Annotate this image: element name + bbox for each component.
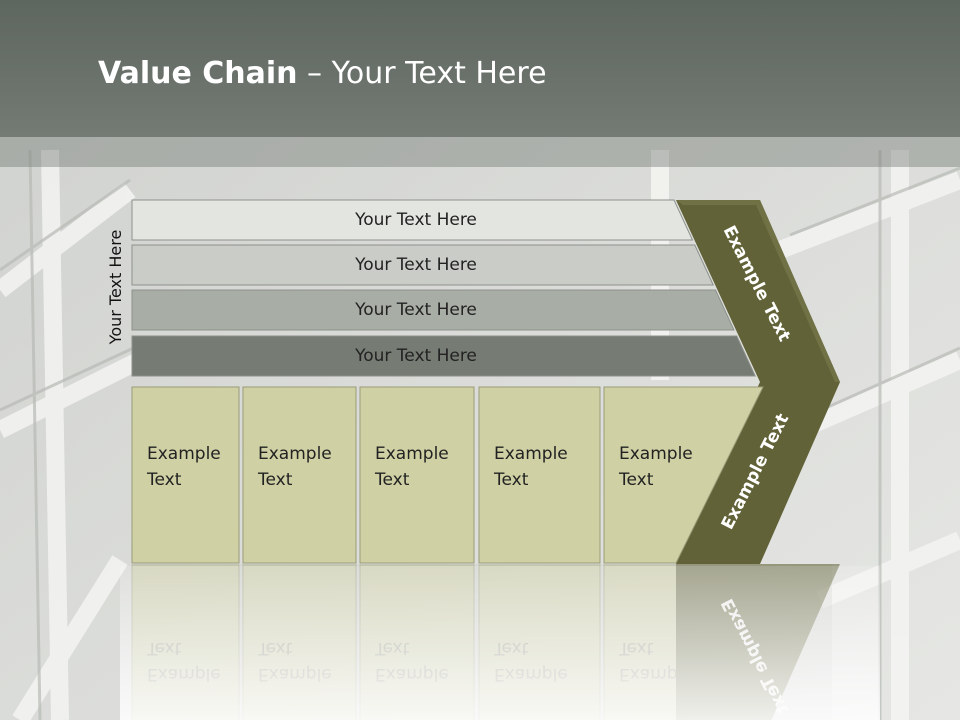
side-label: Your Text Here	[106, 230, 125, 346]
cell-label-line2-2: Text	[257, 470, 293, 490]
cell-label-line2-3: Text	[374, 470, 410, 490]
bar-2	[131, 244, 715, 286]
cell-label-line1-2: Example	[258, 444, 332, 464]
bar-1	[131, 199, 694, 241]
bar-3	[131, 289, 735, 331]
bar-label-4: Your Text Here	[354, 346, 477, 366]
bar-4	[131, 335, 757, 377]
cell-label-line2-5: Text	[618, 470, 654, 490]
title-bold: Value Chain	[98, 56, 298, 91]
cell-2	[242, 386, 357, 564]
cell-label-line1-5: Example	[619, 444, 693, 464]
cell-label-line1-3: Example	[375, 444, 449, 464]
header-shadow-band	[0, 137, 960, 167]
cell-5	[603, 386, 764, 564]
reflection-fade	[120, 566, 880, 720]
title-rest: – Your Text Here	[297, 56, 547, 91]
header-band	[0, 0, 960, 137]
bar-label-2: Your Text Here	[354, 255, 477, 275]
cell-label-line1-1: Example	[147, 444, 221, 464]
cell-4	[478, 386, 601, 564]
cell-1	[131, 386, 240, 564]
bar-label-3: Your Text Here	[354, 300, 477, 320]
cell-label-line2-4: Text	[493, 470, 529, 490]
cell-3	[359, 386, 475, 564]
bar-label-1: Your Text Here	[354, 210, 477, 230]
slide-title: Value Chain – Your Text Here	[98, 52, 547, 96]
cell-label-line1-4: Example	[494, 444, 568, 464]
cell-label-line2-1: Text	[146, 470, 182, 490]
